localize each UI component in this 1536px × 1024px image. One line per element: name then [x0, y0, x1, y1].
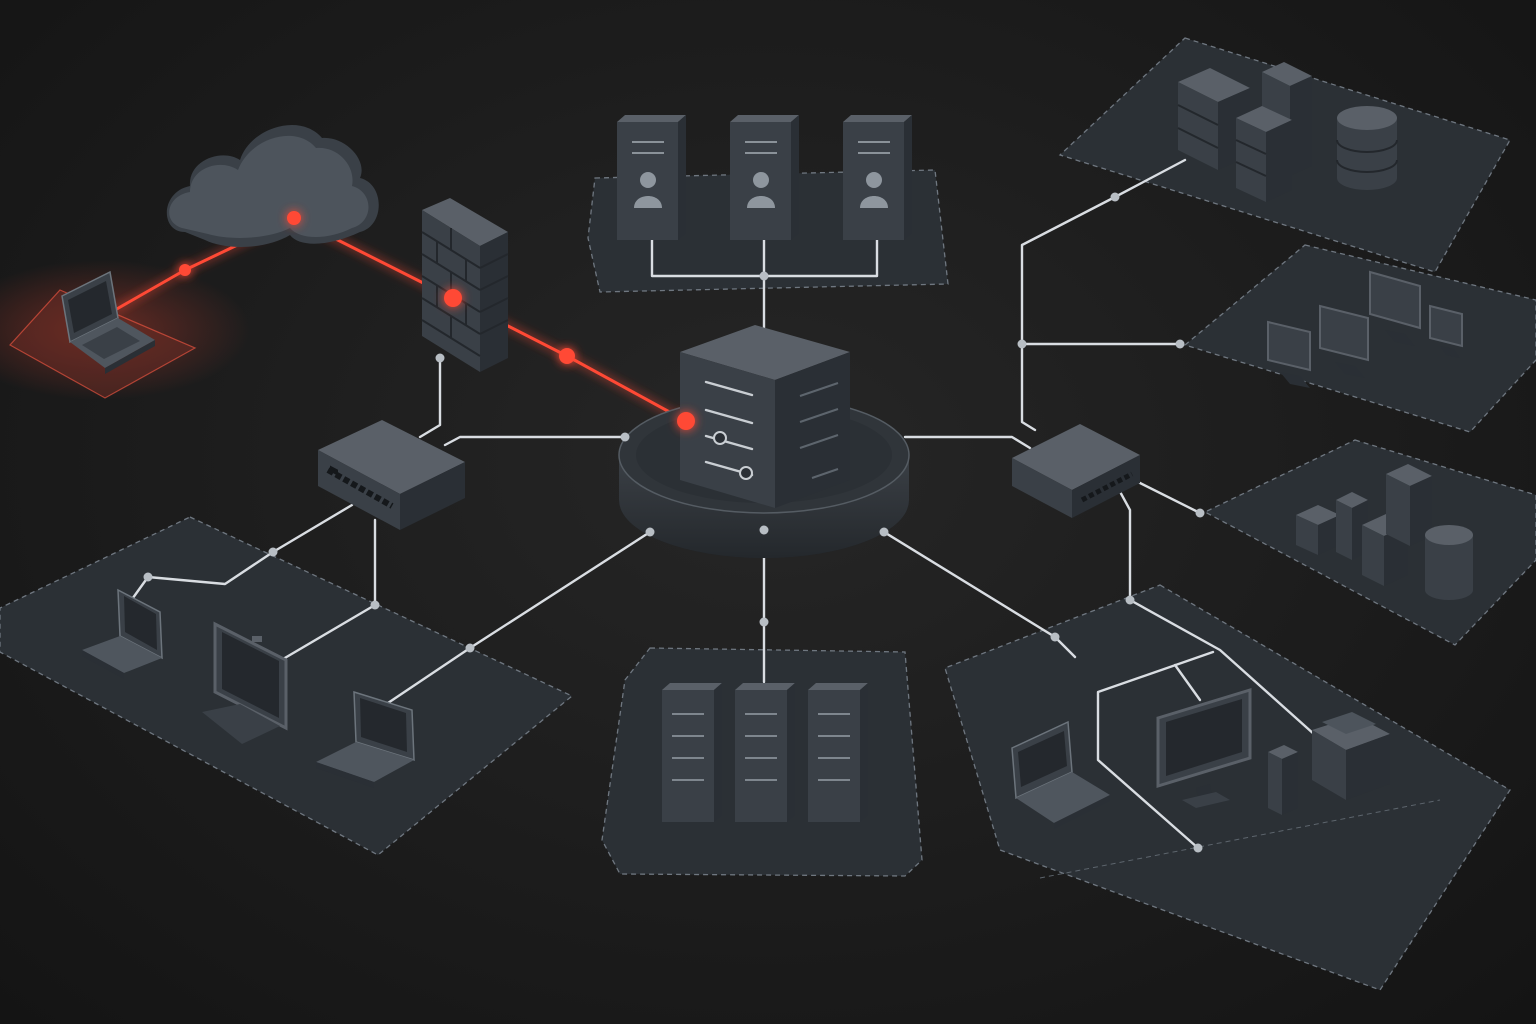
datacenter-server-3 — [808, 683, 868, 822]
directory-server-1 — [617, 115, 686, 240]
attack-nodes — [179, 211, 695, 430]
monitor-icon — [1156, 687, 1252, 808]
datacenter-server-group — [662, 683, 868, 822]
right-switch-icon — [1012, 424, 1140, 518]
attack-path — [113, 216, 688, 423]
link-firewall-switch — [418, 356, 442, 439]
laptop-icon — [316, 690, 415, 788]
laptop-icon — [1011, 720, 1110, 829]
slider-knobs — [713, 431, 753, 480]
link-office-monitor — [1173, 663, 1202, 702]
office-devices — [1011, 687, 1390, 829]
attacker-laptop-icon — [61, 270, 155, 374]
monitor-icon — [1429, 304, 1463, 358]
rack-server-icon — [1235, 106, 1292, 202]
cloud-icon — [166, 125, 379, 247]
links — [128, 158, 1317, 850]
directory-server-2 — [730, 115, 799, 240]
database-icon — [1336, 106, 1398, 190]
directory-server-group — [617, 115, 912, 240]
appliance-devices — [1296, 464, 1473, 600]
left-switch-icon — [318, 420, 465, 530]
datacenter-server-1 — [662, 683, 722, 822]
laptop-icon — [82, 588, 163, 679]
link-switch-appliances — [1128, 476, 1202, 515]
user-icon — [640, 172, 656, 188]
core-server-icon — [680, 325, 850, 508]
link-office-internal — [1128, 598, 1317, 737]
appliance-box-icon — [1296, 505, 1340, 555]
printer-icon — [1312, 712, 1390, 800]
user-icon — [866, 172, 882, 188]
monitor-icon — [1319, 304, 1369, 378]
monitor-icon — [202, 621, 288, 744]
directory-server-3 — [843, 115, 912, 240]
junction-points — [143, 192, 1205, 853]
datacenter-server-2 — [735, 683, 795, 822]
client-devices — [82, 588, 415, 788]
link-switch-storage — [1020, 158, 1187, 432]
monitor-icon — [1369, 270, 1421, 346]
link-switch-office — [1116, 486, 1132, 602]
attack-link — [113, 216, 688, 423]
storage-devices — [1177, 62, 1398, 202]
monitor-icon — [1267, 320, 1311, 388]
tower-server-icon — [1386, 464, 1432, 546]
workstation-devices — [1267, 270, 1463, 388]
zone-office — [944, 584, 1511, 991]
link-switch-core — [443, 435, 627, 447]
firewall-icon — [421, 198, 509, 372]
link-office-tree — [1096, 650, 1215, 850]
database-icon — [1425, 525, 1473, 600]
tower-server-icon — [1268, 745, 1298, 815]
link-core-rightswitch — [903, 435, 1032, 450]
user-icon — [753, 172, 769, 188]
link-switch-clients-a — [128, 503, 354, 604]
